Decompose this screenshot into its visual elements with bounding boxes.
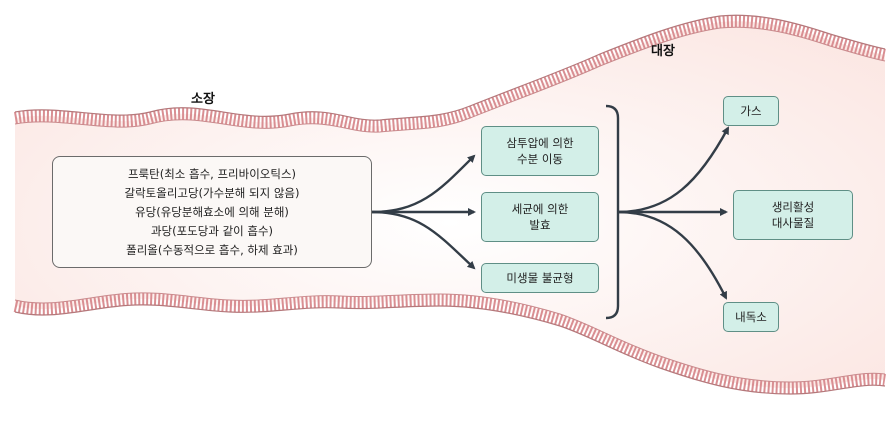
label-large-intestine: 대장 [651,44,675,59]
intestine-wall-top-outer [14,14,886,121]
outcome-gas-label: 가스 [740,104,762,118]
source-gos: 갈락토올리고당(가수분해 되지 않음) [124,185,300,200]
intestine-wall-top-villi [13,15,887,133]
intestine-lumen [15,21,885,388]
mechanism-osmosis-box: 삼투압에 의한 수분 이동 [481,126,599,176]
fodmap-sources-box: 프룩탄(최소 흡수, 프리바이오틱스) 갈락토올리고당(가수분해 되지 않음) … [52,156,372,268]
arrows-to-outcomes [617,126,730,300]
arrow-to-endotoxin [617,210,728,300]
outcome-gas-box: 가스 [723,96,779,126]
mechanism-osmosis-line1: 삼투압에 의한 [506,136,574,150]
mechanism-fermentation-box: 세균에 의한 발효 [481,192,599,242]
intestine-wall-bottom-villi [13,292,886,395]
mechanism-fermentation-line2: 발효 [529,218,551,232]
mechanism-osmosis-line2: 수분 이동 [517,152,563,166]
outcome-endotoxin-box: 내독소 [723,302,779,332]
outcome-metabolites-box: 생리활성 대사물질 [733,190,853,240]
source-fructan: 프룩탄(최소 흡수, 프리바이오틱스) [127,166,297,181]
source-polyol: 폴리올(수동적으로 흡수, 하제 효과) [126,242,298,257]
source-fructose: 과당(포도당과 같이 흡수) [150,223,274,238]
intestine-wall-top-inner [14,26,886,133]
mechanism-fermentation-line1: 세균에 의한 [511,202,569,216]
source-lactose: 유당(유당분해효소에 의해 분해) [135,204,289,219]
intestine-wall-bottom-inner [14,292,886,383]
intestine-wall-bottom-outer [14,304,886,395]
arrows-to-mechanisms [371,154,476,270]
outcome-metabolites-line2: 대사물질 [771,216,815,230]
arrow-to-gas [617,126,730,214]
outcome-endotoxin-label: 내독소 [735,310,767,324]
mechanism-dysbiosis-box: 미생물 불균형 [481,263,599,293]
outcome-metabolites-line1: 생리활성 [771,200,815,214]
mechanism-dysbiosis-line1: 미생물 불균형 [506,271,574,285]
arrow-to-dysbiosis [371,210,476,270]
label-small-intestine: 소장 [191,92,215,107]
